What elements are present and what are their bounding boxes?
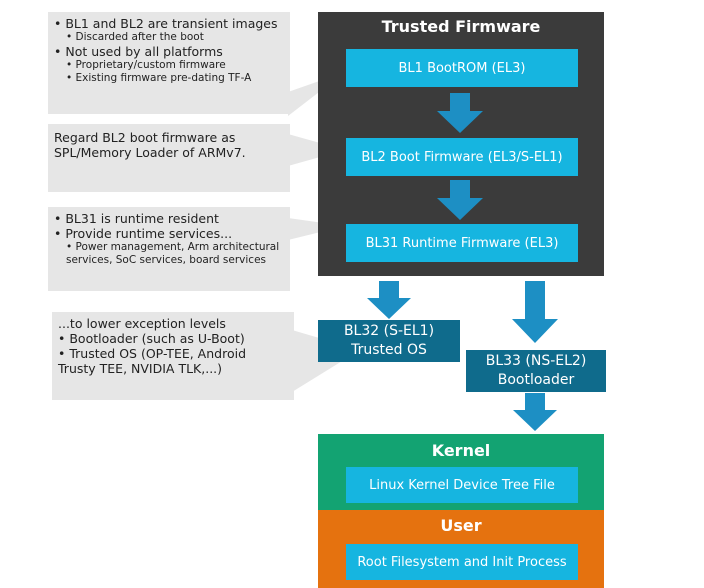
callout-line: • Discarded after the boot [66, 31, 204, 43]
bl33-bootloader-box: BL33 (NS-EL2) Bootloader [466, 350, 606, 392]
kernel-title: Kernel [431, 441, 491, 460]
callout-line: • Provide runtime services... [54, 226, 233, 241]
bl2-boot-firmware-box: BL2 Boot Firmware (EL3/S-EL1) [346, 138, 578, 176]
bl31-runtime-firmware-box: BL31 Runtime Firmware (EL3) [346, 224, 578, 262]
callout-line: • BL31 is runtime resident [54, 211, 219, 226]
arrow-down-icon [512, 281, 558, 343]
trusted-firmware-title: Trusted Firmware [381, 17, 541, 36]
callout-line: Regard BL2 boot firmware as [54, 130, 236, 145]
arrow-down-icon [437, 180, 483, 220]
callout-line: • Power management, Arm architectural [66, 241, 280, 253]
callout-line: • Proprietary/custom firmware [66, 59, 226, 71]
callout-line: • BL1 and BL2 are transient images [54, 16, 278, 31]
arrow-down-icon [513, 393, 557, 431]
arrow-down-icon [367, 281, 411, 319]
bl33-subtitle: Bootloader [497, 372, 575, 388]
linux-kernel-box: Linux Kernel Device Tree File [346, 467, 578, 503]
callout-lower-exception-levels: ...to lower exception levels• Bootloader… [52, 312, 294, 400]
callout-line: services, SoC services, board services [66, 254, 267, 266]
root-filesystem-box: Root Filesystem and Init Process [346, 544, 578, 580]
bl1-bootrom-box: BL1 BootROM (EL3) [346, 49, 578, 87]
bl32-trusted-os-box: BL32 (S-EL1) Trusted OS [318, 320, 460, 362]
bl32-subtitle: Trusted OS [351, 342, 427, 358]
callout-line: ...to lower exception levels [58, 316, 226, 331]
callout-bl31-runtime: • BL31 is runtime resident• Provide runt… [48, 207, 290, 291]
callout-transient-images: • BL1 and BL2 are transient images• Disc… [48, 12, 290, 114]
callout-line: • Bootloader (such as U-Boot) [58, 331, 245, 346]
bl32-title: BL32 (S-EL1) [343, 323, 435, 339]
callout-line: • Not used by all platforms [54, 44, 223, 59]
callout-line: • Trusted OS (OP-TEE, Android [58, 346, 247, 361]
callout-line: SPL/Memory Loader of ARMv7. [54, 145, 246, 160]
user-title: User [440, 516, 482, 535]
bl33-title: BL33 (NS-EL2) [485, 353, 587, 369]
callout-line: • Existing firmware pre-dating TF-A [66, 72, 252, 84]
callout-line: Trusty TEE, NVIDIA TLK,...) [58, 361, 223, 376]
arrow-down-icon [437, 93, 483, 133]
